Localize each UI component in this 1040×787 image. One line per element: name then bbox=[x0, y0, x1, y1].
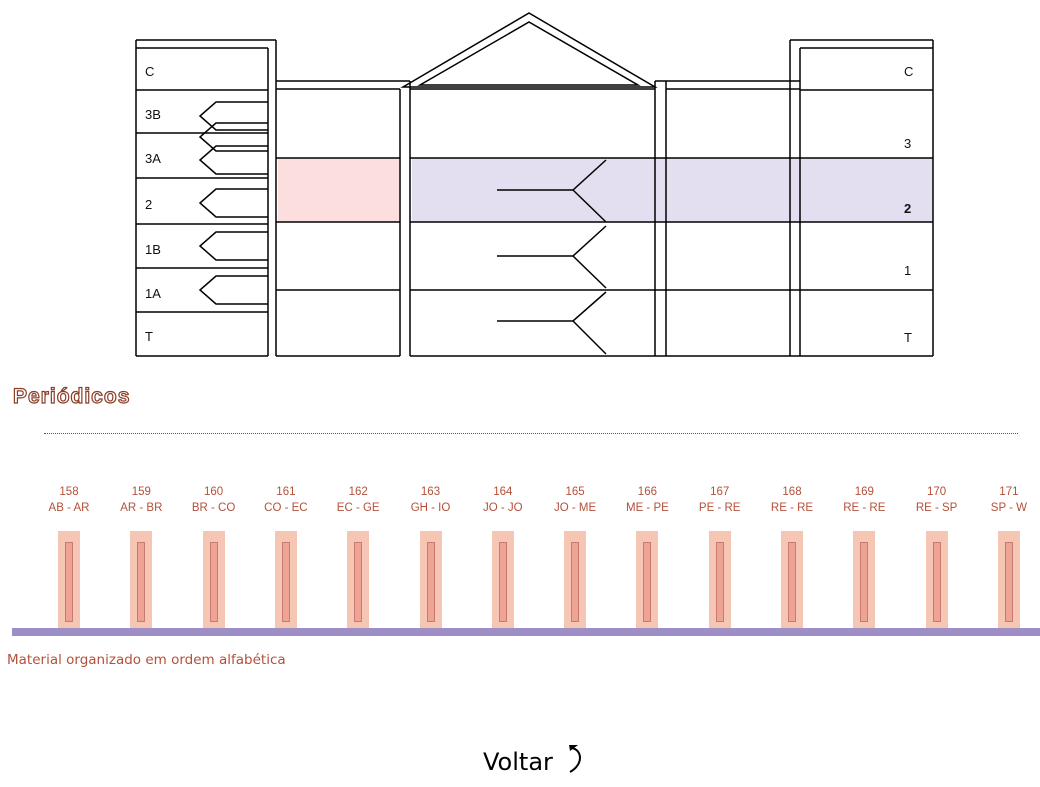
shelf-number: 166 bbox=[637, 486, 657, 498]
shelf-inner bbox=[1004, 542, 1013, 622]
right-floor-label-3: 3 bbox=[904, 136, 911, 151]
shelf-inner bbox=[137, 542, 146, 622]
shelf-range: BR - CO bbox=[191, 502, 236, 514]
floor-2-highlight-left bbox=[278, 158, 399, 222]
shelf-unit: 166 ME - PE bbox=[612, 478, 682, 628]
right-floor-label-c: C bbox=[904, 64, 913, 79]
shelf-row: 158 AB - AR 159 AR - BR 160 BR - CO 161 CO - EC… bbox=[0, 478, 1040, 648]
left-floor-label-3a: 3A bbox=[145, 151, 161, 166]
shelf-range: SP - W bbox=[990, 502, 1027, 514]
shelf-number: 165 bbox=[565, 486, 585, 498]
shelf-inner bbox=[715, 542, 724, 622]
shelf-inner bbox=[498, 542, 507, 622]
shelf-number: 170 bbox=[927, 486, 947, 498]
shelf-number: 160 bbox=[204, 486, 224, 498]
shelf-number: 162 bbox=[348, 486, 368, 498]
shelf-unit: 163 GH - IO bbox=[396, 478, 466, 628]
shelf-range: AR - BR bbox=[120, 502, 163, 514]
shelf-number: 161 bbox=[276, 486, 296, 498]
shelf-inner bbox=[354, 542, 363, 622]
shelf-range: EC - GE bbox=[336, 502, 380, 514]
right-floor-label-2: 2 bbox=[904, 201, 911, 216]
shelf-number: 159 bbox=[131, 486, 151, 498]
shelf-unit: 161 CO - EC bbox=[251, 478, 321, 628]
shelf-number: 164 bbox=[493, 486, 513, 498]
shelf-range: PE - RE bbox=[698, 502, 741, 514]
shelf-range: GH - IO bbox=[410, 502, 451, 514]
back-link[interactable]: Voltar bbox=[483, 745, 593, 784]
shelf-number: 158 bbox=[59, 486, 79, 498]
left-floor-label-3b: 3B bbox=[145, 107, 161, 122]
shelf-range: AB - AR bbox=[48, 502, 90, 514]
section-title: Periódicos bbox=[12, 384, 131, 408]
shelf-inner bbox=[860, 542, 869, 622]
left-floor-label-t: T bbox=[145, 329, 153, 344]
shelf-unit: 165 JO - ME bbox=[540, 478, 610, 628]
curved-back-arrow-icon bbox=[569, 745, 581, 773]
shelf-range: CO - EC bbox=[264, 502, 308, 514]
shelf-unit: 171 SP - W bbox=[974, 478, 1040, 628]
shelf-range: JO - ME bbox=[554, 502, 597, 514]
shelf-unit: 170 RE - SP bbox=[902, 478, 972, 628]
shelf-number: 169 bbox=[854, 486, 874, 498]
shelf-unit: 162 EC - GE bbox=[323, 478, 393, 628]
shelf-unit: 168 RE - RE bbox=[757, 478, 827, 628]
shelf-range: ME - PE bbox=[625, 502, 669, 514]
shelf-inner bbox=[788, 542, 796, 622]
shelf-number: 168 bbox=[782, 486, 802, 498]
dotted-divider bbox=[44, 433, 1018, 434]
right-floor-label-t: T bbox=[904, 330, 912, 345]
shelf-inner bbox=[932, 542, 941, 622]
left-floor-label-2: 2 bbox=[145, 197, 152, 212]
shelf-number: 163 bbox=[420, 486, 441, 498]
shelf-inner bbox=[281, 542, 290, 622]
shelf-unit: 169 RE - RE bbox=[829, 478, 899, 628]
shelf-unit: 159 AR - BR bbox=[106, 478, 176, 628]
left-floor-label-c: C bbox=[145, 64, 154, 79]
shelf-unit: 164 JO - JO bbox=[468, 478, 538, 628]
shelf-unit: 167 PE - RE bbox=[685, 478, 755, 628]
shelf-inner bbox=[209, 542, 218, 622]
shelf-inner bbox=[643, 542, 652, 622]
back-link-label: Voltar bbox=[483, 748, 553, 776]
shelf-range: RE - RE bbox=[770, 502, 814, 514]
shelf-range: RE - SP bbox=[915, 502, 958, 514]
shelf-unit: 160 BR - CO bbox=[179, 478, 249, 628]
shelf-inner bbox=[65, 542, 73, 622]
shelf-base-bar bbox=[12, 628, 1040, 636]
left-floor-label-1b: 1B bbox=[145, 242, 161, 257]
shelf-number: 171 bbox=[999, 486, 1019, 498]
shelf-inner bbox=[571, 542, 580, 622]
shelf-number: 167 bbox=[710, 486, 730, 498]
shelf-range: RE - RE bbox=[843, 502, 886, 514]
shelf-unit: 158 AB - AR bbox=[34, 478, 104, 628]
building-floor-plan: C 3B 3A 2 1B 1A T C 3 2 1 T bbox=[135, 12, 934, 357]
shelf-inner bbox=[426, 542, 435, 622]
floor-2-highlight-main bbox=[412, 158, 933, 222]
organization-caption: Material organizado em ordem alfabética bbox=[7, 652, 286, 668]
shelf-range: JO - JO bbox=[482, 502, 523, 514]
left-floor-label-1a: 1A bbox=[145, 286, 161, 301]
right-floor-label-1: 1 bbox=[904, 263, 911, 278]
